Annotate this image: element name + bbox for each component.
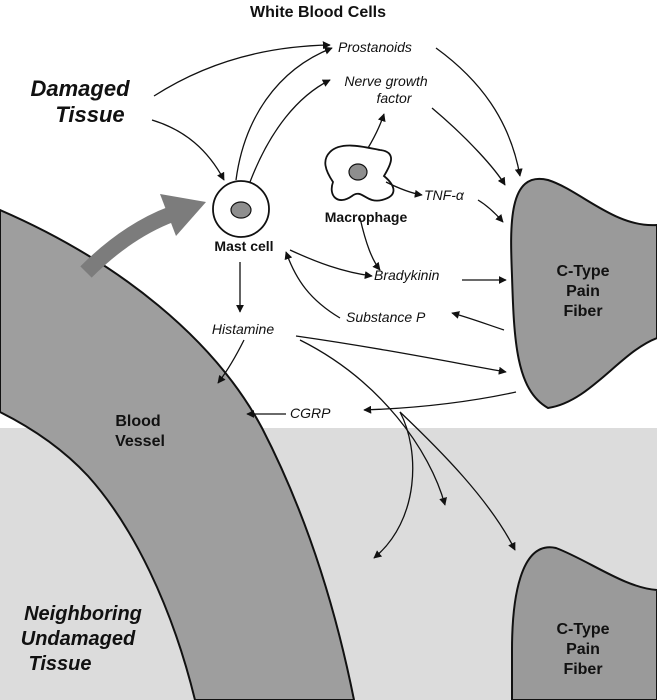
label-fiber-top-line2: Pain: [566, 283, 600, 300]
arrow-macrophage-bradykinin: [359, 217, 381, 271]
label-blood-vessel-line1: Blood: [115, 413, 160, 430]
label-fiber-bottom-line2: Pain: [566, 641, 600, 658]
mast-cell-nucleus: [230, 201, 252, 219]
label-tnf: TNF-α: [424, 187, 465, 203]
arrow-fiber-substancep: [451, 311, 505, 331]
arrow-macrophage-ngf: [367, 113, 386, 149]
label-fiber-bottom-line1: C-Type: [556, 621, 609, 638]
label-fiber-top-line3: Fiber: [563, 303, 602, 320]
label-histamine: Histamine: [212, 321, 274, 337]
macrophage-nucleus: [348, 163, 368, 181]
label-damaged-tissue-line2: Tissue: [55, 102, 124, 127]
arrow-branch-undamaged-vessel: [373, 411, 414, 559]
label-neighboring-line3: Tissue: [29, 653, 92, 675]
label-neighboring-line2: Undamaged: [21, 628, 136, 650]
arrow-mastcell-ngf: [249, 79, 331, 183]
label-mast-cell: Mast cell: [214, 238, 273, 254]
arrow-macrophage-tnf: [385, 181, 423, 198]
arrow-damaged-mastcell: [151, 119, 225, 181]
c-fiber-bottom: [511, 546, 657, 700]
signal-arrows: [151, 41, 523, 559]
label-ngf-line2: factor: [376, 90, 412, 106]
label-fiber-bottom-line3: Fiber: [563, 661, 602, 678]
arrow-fiber-cgrp: [363, 391, 517, 414]
blood-vessel: [0, 208, 356, 700]
label-fiber-top-line1: C-Type: [556, 263, 609, 280]
label-damaged-tissue-line1: Damaged: [30, 76, 130, 101]
label-macrophage: Macrophage: [325, 209, 408, 225]
arrow-substancep-mastcell: [284, 251, 341, 319]
arrow-mastcell-prostanoids: [235, 46, 333, 181]
label-blood-vessel-line2: Vessel: [115, 433, 165, 450]
arrow-ngf-fiber: [431, 107, 506, 186]
arrow-branch-lower-fiber: [399, 411, 516, 551]
arrow-damaged-prostanoids: [153, 41, 331, 97]
arrow-prostanoids-fiber: [435, 47, 523, 177]
label-ngf-line1: Nerve growth: [344, 73, 427, 89]
c-fiber-top: [510, 177, 657, 410]
arrow-histamine-undamaged: [299, 339, 447, 506]
arrow-tnf-fiber: [477, 199, 504, 223]
label-bradykinin: Bradykinin: [374, 267, 440, 283]
label-cgrp: CGRP: [290, 405, 331, 421]
label-prostanoids: Prostanoids: [338, 39, 412, 55]
arrow-histamine-fiber: [295, 335, 507, 375]
label-neighboring-line1: Neighboring: [24, 603, 142, 625]
arrow-mastcell-bradykinin: [289, 249, 373, 280]
big-arrow-head: [160, 194, 206, 236]
label-white-blood-cells: White Blood Cells: [250, 4, 386, 21]
big-arrow: [80, 206, 175, 278]
label-substance-p: Substance P: [346, 309, 426, 325]
arrow-histamine-vessel: [217, 339, 245, 384]
